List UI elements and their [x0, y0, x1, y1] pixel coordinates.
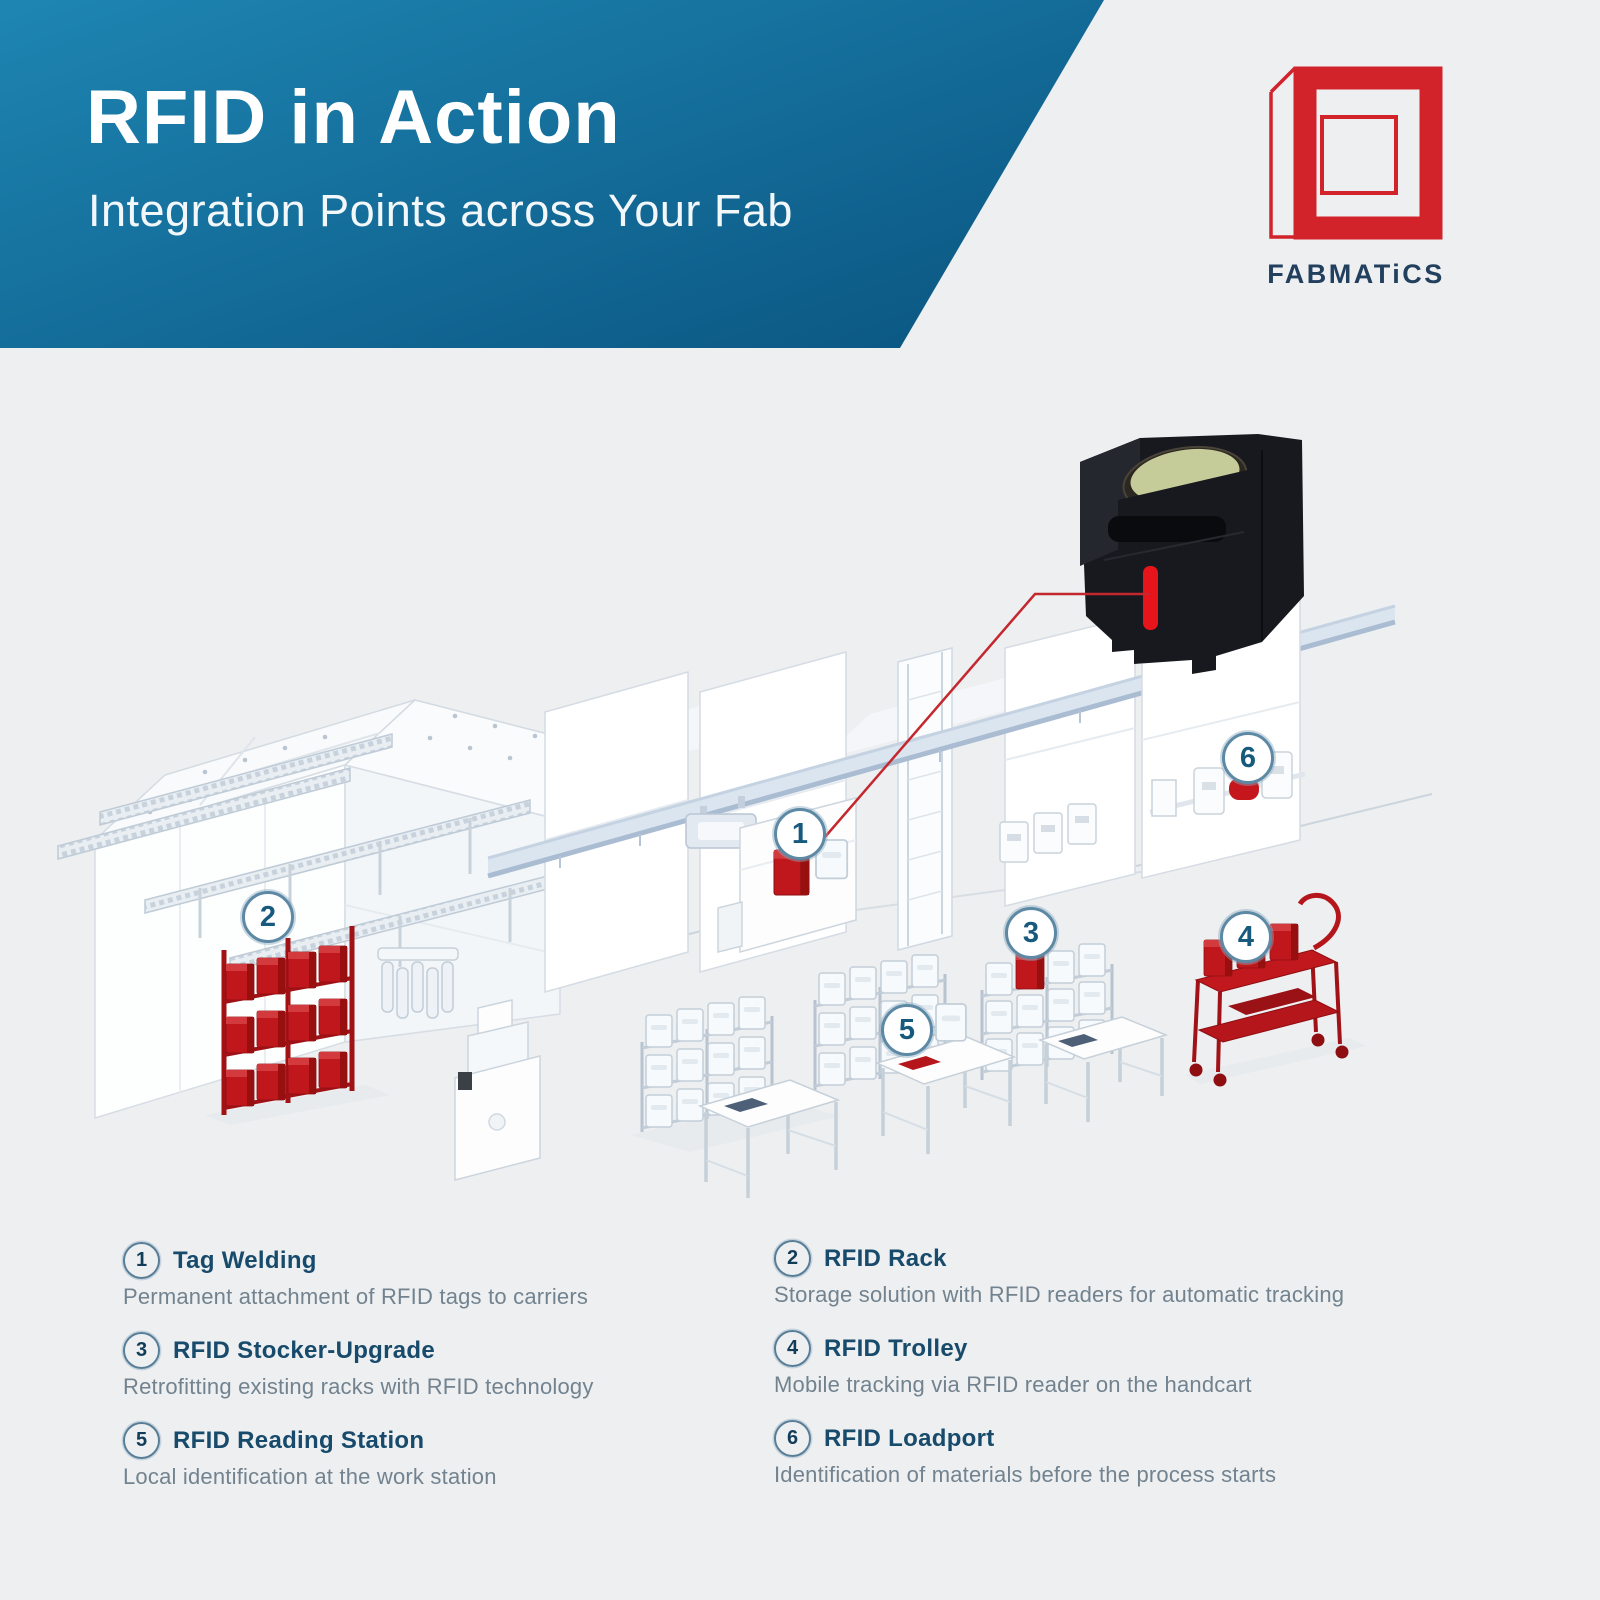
legend-badge-5: 5	[123, 1422, 160, 1459]
rfid-reading-station	[874, 1003, 1017, 1154]
reader-mat-red	[898, 1056, 941, 1070]
legend-item-rfid-loadport: 6 RFID Loadport Identification of materi…	[774, 1420, 1404, 1488]
legend-title-5: RFID Reading Station	[173, 1426, 425, 1454]
logo-wordmark: FABMATiCS	[1267, 259, 1445, 289]
legend-badge-3: 3	[123, 1332, 160, 1369]
legend-item-stocker-upgrade: 3 RFID Stocker-Upgrade Retrofitting exis…	[123, 1332, 753, 1400]
legend-badge-4: 4	[774, 1330, 811, 1367]
leader-line	[811, 592, 1150, 853]
legend-title-1: Tag Welding	[173, 1246, 317, 1274]
legend-item-reading-station: 5 RFID Reading Station Local identificat…	[123, 1422, 753, 1490]
oht-vehicle	[685, 796, 757, 849]
legend-desc-3: Retrofitting existing racks with RFID te…	[123, 1374, 594, 1399]
reader-mat-dark-2	[1058, 1034, 1098, 1047]
callout-rfid-trolley: 4	[1220, 911, 1272, 963]
legend-title-4: RFID Trolley	[824, 1334, 968, 1362]
legend-badge-6: 6	[774, 1420, 811, 1457]
legend-badge-1: 1	[123, 1242, 160, 1279]
work-table-1	[697, 1079, 841, 1198]
rfid-rack-red	[221, 926, 355, 1115]
legend-desc-1: Permanent attachment of RFID tags to car…	[123, 1284, 589, 1309]
legend-desc-5: Local identification at the work station	[123, 1464, 497, 1489]
legend-item-rfid-rack: 2 RFID Rack Storage solution with RFID r…	[774, 1240, 1404, 1308]
callout-rfid-loadport: 6	[1222, 732, 1274, 784]
pump-pedestals	[377, 947, 459, 1019]
page-title: RFID in Action	[86, 75, 621, 160]
rfid-trolley	[1189, 893, 1349, 1087]
legend-item-tag-welding: 1 Tag Welding Permanent attachment of RF…	[123, 1242, 753, 1310]
rfid-tag-red	[1143, 566, 1158, 630]
callout-stocker-upgrade: 3	[1005, 907, 1057, 959]
legend-title-2: RFID Rack	[824, 1244, 947, 1272]
legend-title-6: RFID Loadport	[824, 1424, 995, 1452]
callout-reading-station: 5	[881, 1004, 933, 1056]
reader-mat-dark	[724, 1098, 768, 1112]
fabmatics-cube-icon	[1269, 66, 1443, 240]
work-table-3	[1037, 1016, 1169, 1122]
callout-rfid-rack: 2	[242, 891, 294, 943]
legend-desc-6: Identification of materials before the p…	[774, 1462, 1277, 1487]
legend-title-3: RFID Stocker-Upgrade	[173, 1336, 436, 1364]
lift-tower	[897, 647, 953, 951]
loadport-row	[999, 803, 1097, 863]
legend-badge-2: 2	[774, 1240, 811, 1277]
wafer-carrier-photo	[1080, 434, 1304, 674]
legend-item-rfid-trolley: 4 RFID Trolley Mobile tracking via RFID …	[774, 1330, 1404, 1398]
legend-desc-4: Mobile tracking via RFID reader on the h…	[774, 1372, 1252, 1397]
callout-tag-welding: 1	[774, 808, 826, 860]
header-banner	[0, 0, 1104, 348]
fab-illustration	[57, 434, 1433, 1198]
legend-desc-2: Storage solution with RFID readers for a…	[774, 1282, 1345, 1307]
page-subtitle: Integration Points across Your Fab	[88, 185, 793, 236]
conveyor-lines	[57, 733, 626, 992]
metrology-tool	[454, 999, 541, 1181]
